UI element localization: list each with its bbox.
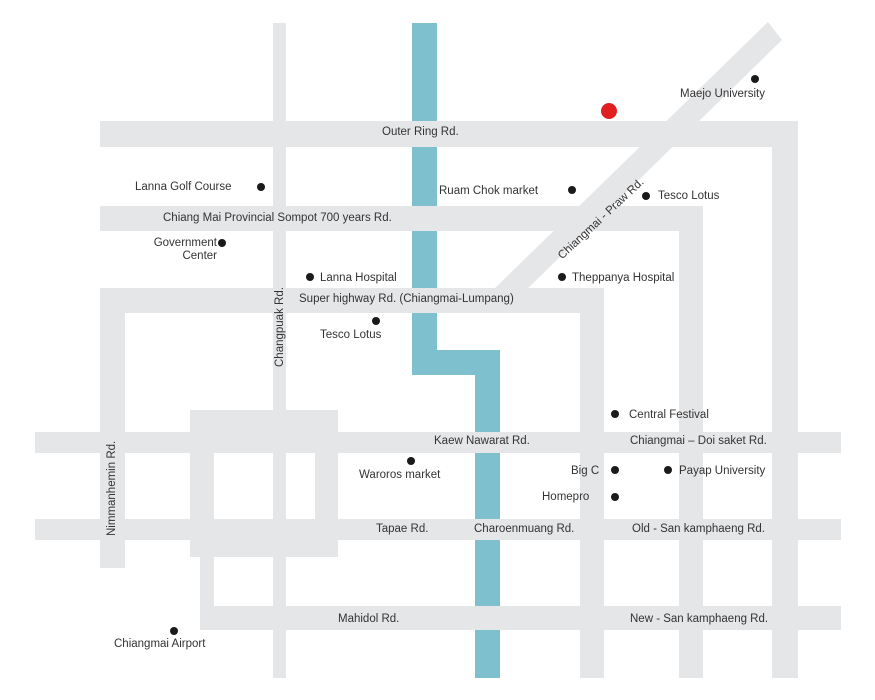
poi-waroros-label: Waroros market [359,469,441,481]
location-pin[interactable] [601,103,617,119]
poi-lanna-hospital-label: Lanna Hospital [320,272,397,284]
poi-homepro-label: Homepro [542,491,590,503]
poi-payap-label: Payap University [679,465,766,477]
poi-homepro-dot[interactable] [611,493,619,501]
label-old-san-kamphaeng-rd: Old - San kamphaeng Rd. [632,523,765,535]
road-mahidol-west [200,556,214,630]
road-kaew-nawarat [35,432,841,453]
road-east-vertical-b [772,121,798,678]
poi-theppanya-label: Theppanya Hospital [572,272,675,284]
label-kaew-nawarat-rd: Kaew Nawarat Rd. [434,435,530,447]
road-mahidol [200,606,841,630]
poi-tesco-north-dot[interactable] [642,192,650,200]
old-city-moat [190,410,338,557]
poi-maejo-dot[interactable] [751,75,759,83]
road-tapae [35,519,841,540]
poi-theppanya-dot[interactable] [558,273,566,281]
label-outer-ring-rd: Outer Ring Rd. [382,126,459,138]
road-praw [495,22,782,296]
poi-government-label: Government Center [127,237,217,263]
poi-airport-dot[interactable] [170,627,178,635]
poi-maejo-label: Maejo University [680,88,765,100]
label-changpuak-rd: Changpuak Rd. [274,287,286,367]
poi-big-c-dot[interactable] [611,466,619,474]
road-changpuak [273,23,286,678]
label-mahidol-rd: Mahidol Rd. [338,613,400,625]
poi-ruam-chok-dot[interactable] [568,186,576,194]
label-sompot-rd: Chiang Mai Provincial Sompot 700 years R… [163,212,392,224]
poi-tesco-south-label: Tesco Lotus [320,329,382,341]
label-super-highway-rd: Super highway Rd. (Chiangmai-Lumpang) [299,293,514,305]
label-tapae-rd: Tapae Rd. [376,523,429,535]
label-charoenmuang-rd: Charoenmuang Rd. [474,523,575,535]
label-doi-saket-rd: Chiangmai – Doi saket Rd. [630,435,767,447]
poi-waroros-dot[interactable] [407,457,415,465]
poi-government-line2: Center [182,250,217,262]
poi-central-festival-dot[interactable] [611,410,619,418]
poi-payap-dot[interactable] [664,466,672,474]
poi-lanna-golf-label: Lanna Golf Course [135,181,232,193]
poi-government-line1: Government [153,237,217,249]
poi-airport-label: Chiangmai Airport [114,638,206,650]
poi-ruam-chok-label: Ruam Chok market [439,185,539,197]
poi-tesco-south-dot[interactable] [372,317,380,325]
poi-government-dot[interactable] [218,239,226,247]
poi-central-festival-label: Central Festival [629,409,709,421]
label-nimmanhemin-rd: Nimmanhemin Rd. [106,440,118,536]
label-new-san-kamphaeng-rd: New - San kamphaeng Rd. [630,613,769,625]
poi-tesco-north-label: Tesco Lotus [658,190,720,202]
poi-lanna-hospital-dot[interactable] [306,273,314,281]
poi-lanna-golf-dot[interactable] [257,183,265,191]
poi-big-c-label: Big C [571,465,600,477]
